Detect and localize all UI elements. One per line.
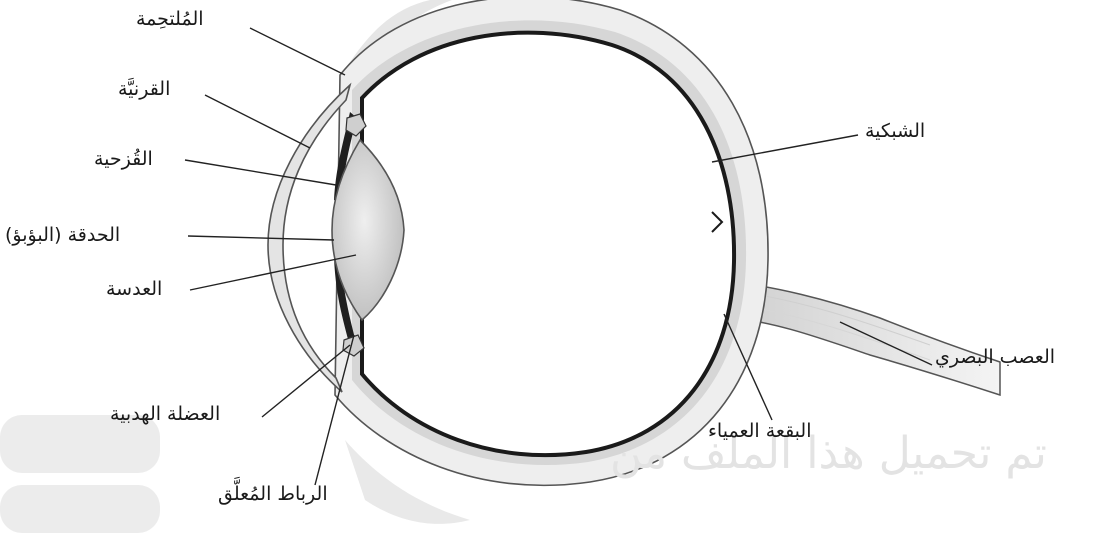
leader-iris [185,160,336,185]
leader-conjunctiva [250,28,345,75]
optic-nerve [728,282,1000,395]
leader-pupil [188,236,334,240]
watermark-text: تم تحميل هذا الملف من [610,432,1047,476]
watermark-logo [0,415,160,533]
label-pupil: الحدقة (البؤبؤ) [5,226,120,245]
vitreous-body [362,33,734,456]
label-optic-nerve: العصب البصري [935,348,1055,367]
label-iris: القُزحية [94,150,153,169]
label-blind-spot: البقعة العمياء [708,422,811,441]
leader-cornea [205,95,310,148]
label-cornea: القرنيَّة [118,80,170,99]
label-lens: العدسة [106,280,162,299]
label-conjunctiva: المُلتحِمة [136,10,204,29]
label-ciliary-muscle: العضلة الهدبية [110,405,220,424]
label-retina: الشبكية [865,122,925,141]
label-suspensory-ligament: الرباط المُعلَّق [218,485,328,504]
